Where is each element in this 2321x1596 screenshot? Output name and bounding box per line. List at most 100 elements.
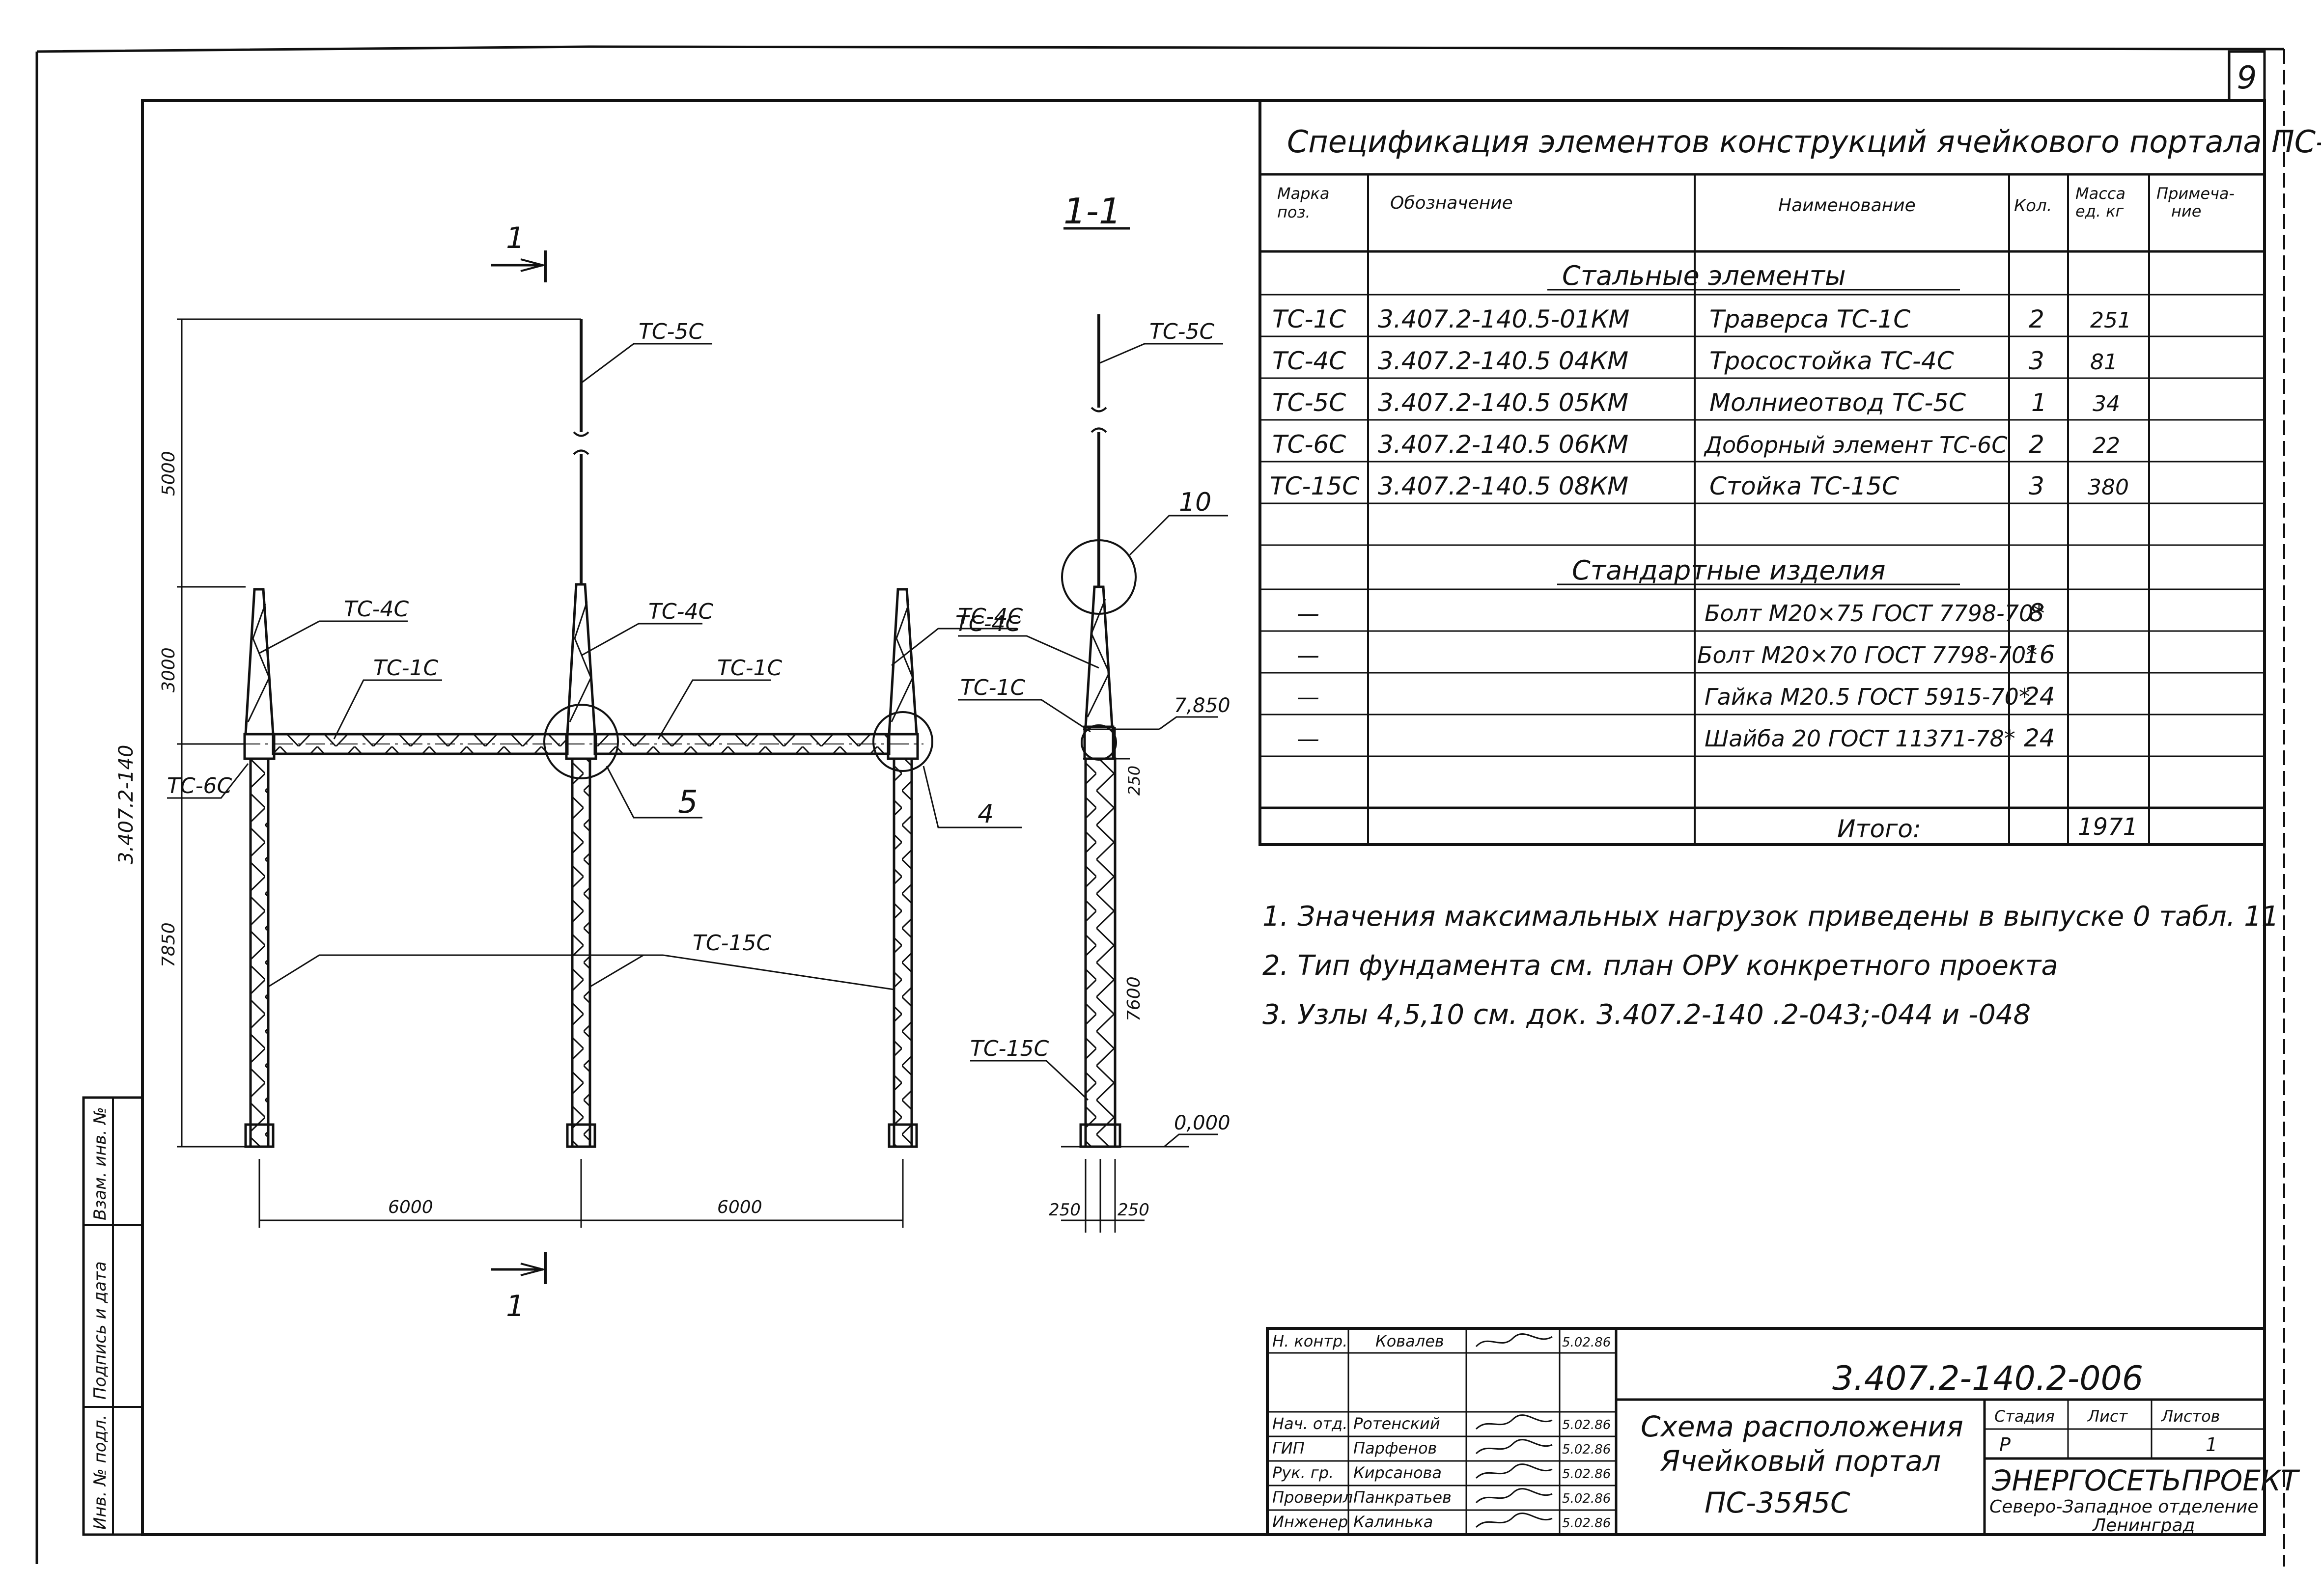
spec-steel-section: Стальные элементы: [1547, 260, 1960, 291]
spec-header-mark-1: Марка: [1277, 184, 1329, 203]
spec-total-value: 1971: [2078, 813, 2138, 841]
approval-role: Проверил: [1272, 1488, 1353, 1507]
approval-row: Н. контр. Ковалев 5.02.86: [1272, 1332, 1611, 1350]
spec-header-note-2: ние: [2171, 202, 2201, 220]
spec-cell-mass: 380: [2088, 475, 2129, 500]
spec-cell-mark: ТС-5С: [1272, 388, 1346, 417]
side-elevation-zero: 0,000: [1174, 1112, 1230, 1134]
dim-5000: 5000: [159, 451, 179, 496]
side-stamp-sign-label: Подпись и дата: [90, 1261, 110, 1400]
approval-name: Ротенский: [1353, 1414, 1440, 1433]
spec-cell-designation: 3.407.2-140.5 05КМ: [1378, 388, 1628, 417]
section-1-1-title: 1-1: [1063, 191, 1121, 232]
spec-header-mass-2: ед. кг: [2075, 202, 2124, 220]
spec-section-steel: Стальные элементы: [1562, 260, 1846, 291]
label-node-5: 5: [678, 784, 698, 821]
side-label-tc4c: ТС-4С: [955, 611, 1020, 636]
sheet-label: Лист: [2087, 1407, 2128, 1426]
spec-section-standard: Стандартные изделия: [1572, 555, 1886, 586]
sheets-value: 1: [2206, 1434, 2217, 1456]
sheets-label: Листов: [2161, 1407, 2220, 1426]
side-dim-250-vertical: 250: [1125, 766, 1144, 796]
approval-name: Кирсанова: [1353, 1463, 1442, 1482]
spec-cell-designation: 3.407.2-140.5-01КМ: [1378, 305, 1629, 333]
spec-cell-qty: 3: [2029, 472, 2044, 500]
side-label-node-10: 10: [1179, 488, 1211, 517]
node-circle-10: [1061, 539, 1137, 615]
spec-row: — Болт М20×75 ГОСТ 7798-70* 8: [1297, 599, 2044, 627]
spec-cell-qty: 3: [2029, 347, 2044, 375]
spec-cell-name: Гайка М20.5 ГОСТ 5915-70*: [1705, 684, 2030, 710]
approval-name: Ковалев: [1375, 1332, 1444, 1350]
spec-cell-mark: ТС-15С: [1270, 472, 1359, 500]
column-left: [244, 757, 275, 1148]
drawing-title: Схема расположения Ячейковый портал ПС-3…: [1641, 1410, 1963, 1519]
spec-header-name: Наименование: [1778, 195, 1916, 216]
notes: 1. Значения максимальных нагрузок привед…: [1262, 901, 2279, 1031]
approval-row: ГИП Парфенов 5.02.86: [1272, 1439, 1611, 1458]
side-dim-right: 250: [1118, 1200, 1149, 1220]
side-labels: 1-1 ТС-5С 10 ТС-4С ТС-1С ТС-15С 7,850 0,…: [955, 191, 1230, 1220]
spec-cell-designation: 3.407.2-140.5 06КМ: [1378, 430, 1628, 459]
side-label-tc1c: ТС-1С: [960, 675, 1025, 700]
spec-cell-qty: 16: [2024, 640, 2055, 669]
spec-cell-mass: 251: [2090, 308, 2131, 333]
approval-name: Панкратьев: [1353, 1488, 1452, 1507]
sheet-number: 9: [2237, 60, 2257, 96]
side-rod: [1091, 314, 1107, 587]
spec-cell-name: Молниеотвод ТС-5С: [1709, 388, 1966, 417]
dim-span-1: 6000: [388, 1197, 433, 1217]
label-tc1c-right: ТС-1С: [717, 656, 782, 681]
side-stamp: Инв. № подл. Подпись и дата Взам. инв. №…: [90, 745, 138, 1530]
spec-cell-name: Болт М20×70 ГОСТ 7798-70*: [1697, 642, 2037, 668]
spec-header-note-1: Примеча-: [2156, 184, 2235, 203]
side-label-tc5c: ТС-5С: [1149, 319, 1214, 344]
section-mark-top: 1: [506, 221, 525, 255]
spec-standard-rows: — Болт М20×75 ГОСТ 7798-70* 8 — Болт М20…: [1297, 599, 2055, 752]
approval-row: Рук. гр. Кирсанова 5.02.86: [1272, 1463, 1611, 1482]
node-circle-side: [1081, 724, 1117, 761]
node-circle-4: [872, 711, 933, 772]
element-labels: ТС-5С ТС-4С ТС-4С ТС-4С ТС-1С ТС-1С ТС-6…: [167, 319, 1023, 956]
signature-scribbles: [1475, 1333, 1553, 1528]
label-tc4c-right: ТС-4С: [958, 604, 1023, 629]
spec-cell-mass: 22: [2093, 433, 2120, 458]
approval-name: Парфенов: [1353, 1439, 1437, 1458]
dim-7850: 7850: [159, 922, 179, 967]
approval-row: Проверил Панкратьев 5.02.86: [1272, 1488, 1611, 1507]
title-block-grid: [1266, 1327, 2266, 1536]
label-tc6c: ТС-6С: [167, 773, 232, 798]
drawing-title-line-3: ПС-35Я5С: [1705, 1486, 1850, 1519]
approval-role: Инженер: [1272, 1513, 1348, 1531]
side-elevation-top: 7,850: [1174, 694, 1230, 717]
spec-header-note: Примеча-ние: [2156, 184, 2235, 220]
spec-cell-name: Болт М20×75 ГОСТ 7798-70*: [1705, 600, 2044, 627]
spec-cell-mass: 34: [2093, 391, 2120, 416]
section-marks: [491, 250, 547, 1284]
drawing-title-line-1: Схема расположения: [1641, 1410, 1963, 1443]
approval-row: Нач. отд. Ротенский 5.02.86: [1272, 1414, 1611, 1433]
approval-name: Калинька: [1353, 1513, 1433, 1531]
spec-cell-mark: ТС-4С: [1272, 347, 1346, 375]
lightning-rod: [573, 319, 589, 584]
approval-date: 5.02.86: [1562, 1516, 1611, 1531]
section-1-1-view: 1-1 ТС-5С 10 ТС-4С ТС-1С ТС-15С 7,850 0,…: [955, 191, 1230, 1220]
dimension-lines: [177, 318, 1218, 1233]
side-leaders: [958, 343, 1228, 1101]
spec-cell-name: Тросостойка ТС-4С: [1709, 347, 1954, 375]
label-tc4c-left: ТС-4С: [344, 597, 409, 622]
label-tc5c: ТС-5С: [639, 319, 703, 344]
approval-date: 5.02.86: [1562, 1418, 1611, 1432]
approval-role: ГИП: [1272, 1439, 1305, 1458]
spec-row: ТС-4С 3.407.2-140.5 04КМ Тросостойка ТС-…: [1272, 347, 2118, 375]
spec-total-label: Итого:: [1837, 815, 1921, 843]
approvals-table: Н. контр. Ковалев 5.02.86 Нач. отд. Роте…: [1272, 1332, 1611, 1531]
side-label-tc15c: ТС-15С: [970, 1036, 1049, 1061]
portal-front-view: 5000 3000 7850 6000 6000 ТС-5С ТС-4С ТС-…: [159, 221, 1218, 1323]
traverses: [241, 733, 923, 755]
specification-table: Спецификация элементов конструкций ячейк…: [1258, 99, 2321, 846]
spec-row: ТС-1С 3.407.2-140.5-01КМ Траверса ТС-1С …: [1272, 305, 2131, 333]
approval-role: Рук. гр.: [1272, 1463, 1334, 1482]
